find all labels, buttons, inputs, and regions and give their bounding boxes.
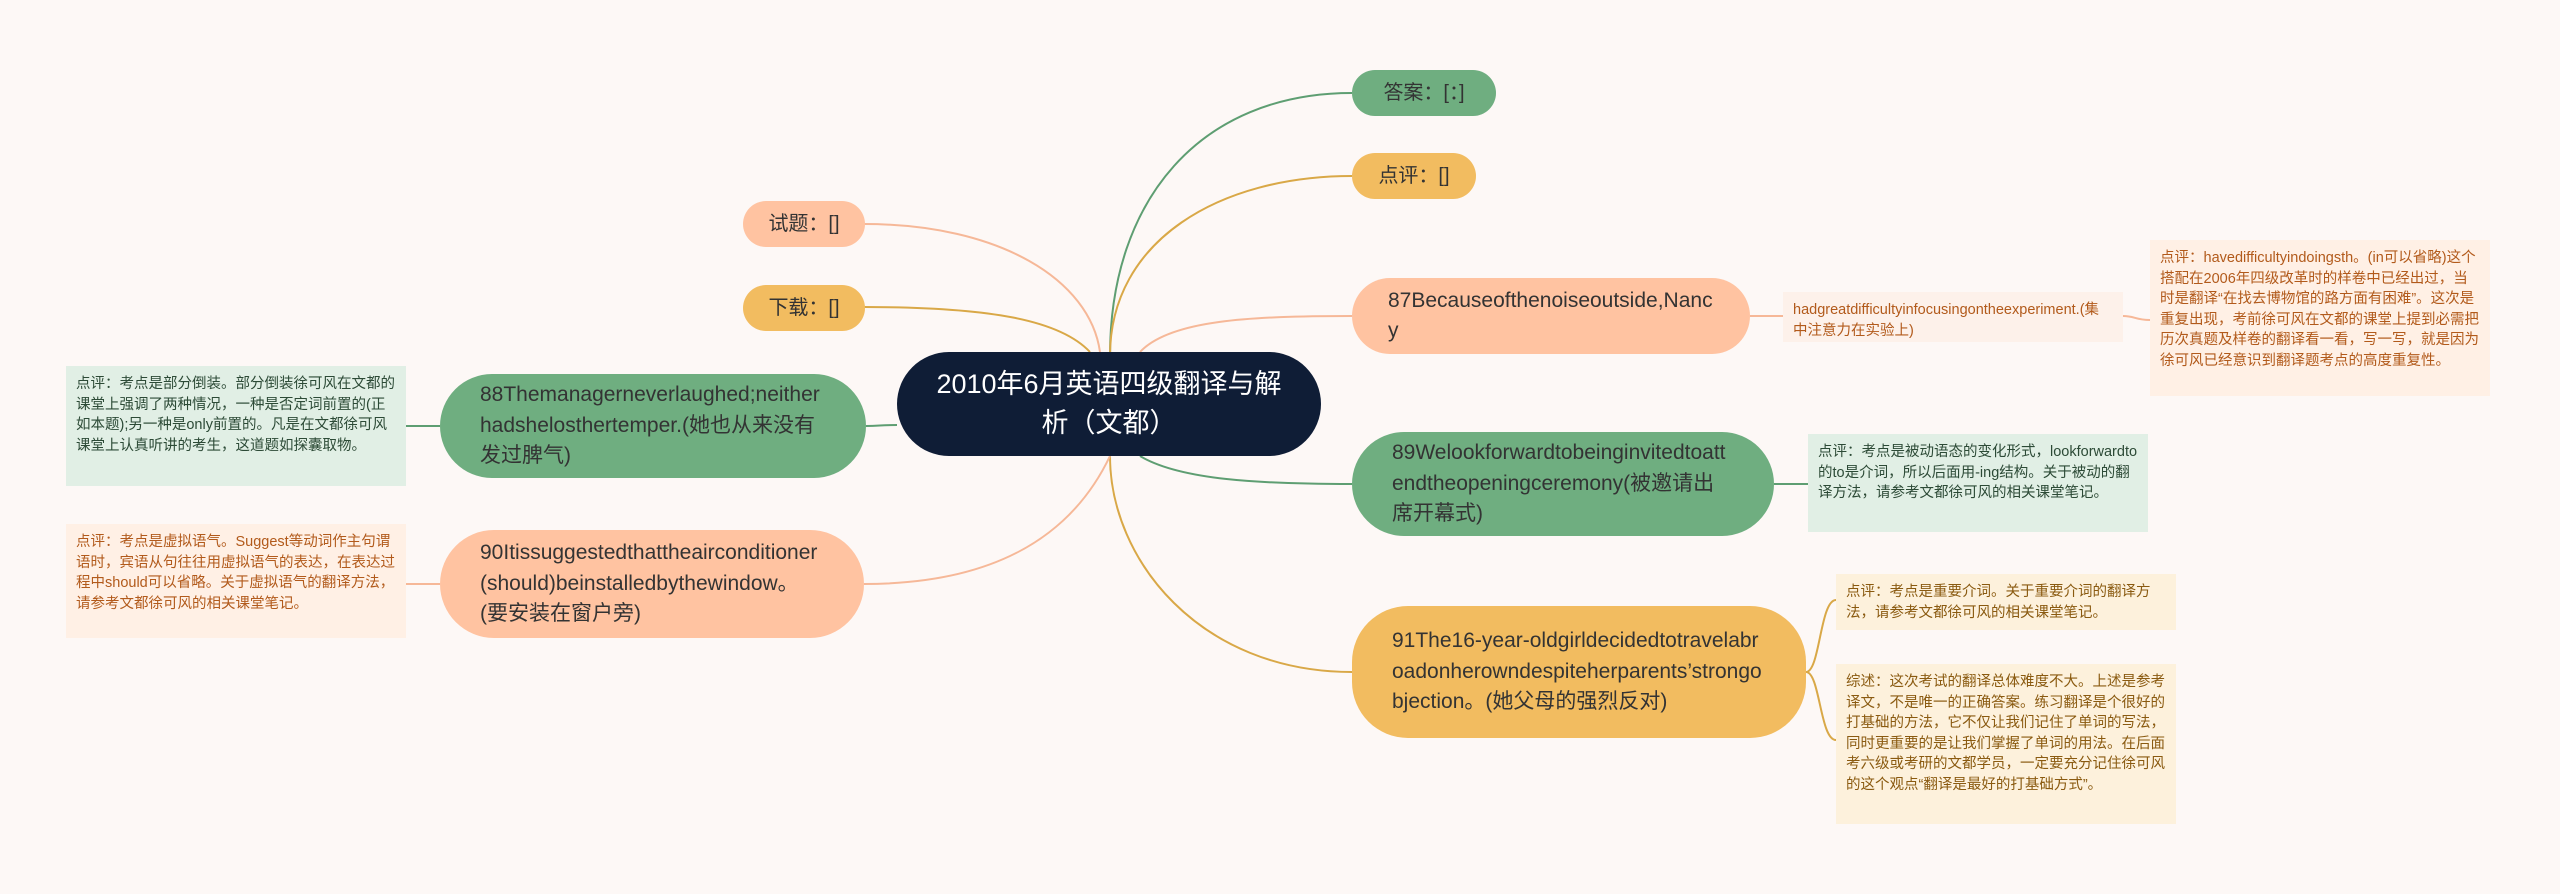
branch-shiti-label: 试题：[] [768, 212, 840, 235]
link-center-q88 [865, 424, 898, 427]
note-q91-2: 综述：这次考试的翻译总体难度不大。上述是参考译文，不是唯一的正确答案。练习翻译是… [1836, 664, 2176, 824]
link-center-shiti [863, 223, 1101, 353]
note-q91-2-text: 综述：这次考试的翻译总体难度不大。上述是参考译文，不是唯一的正确答案。练习翻译是… [1846, 674, 2165, 793]
note-q90: 点评：考点是虚拟语气。Suggest等动词作主句谓语时，宾语从句往往用虚拟语气的… [66, 524, 406, 638]
branch-q87[interactable]: 87Becauseofthenoiseoutside,Nancy [1352, 278, 1750, 354]
link-center-xiazai [863, 306, 1091, 353]
link-center-q90 [863, 455, 1111, 585]
link-answer-note [2122, 315, 2151, 321]
link-center-q89 [1139, 455, 1353, 485]
link-q91-note2 [1805, 671, 1837, 741]
branch-q91-label: 91The16-year-oldgirldecidedtotravelabroa… [1392, 629, 1762, 714]
note-q89: 点评：考点是被动语态的变化形式，lookforwardto的to是介词，所以后面… [1808, 434, 2148, 532]
link-center-q87 [1139, 315, 1353, 353]
note-q91-1: 点评：考点是重要介词。关于重要介词的翻译方法，请参考文都徐可风的相关课堂笔记。 [1836, 574, 2176, 630]
note-q91-1-text: 点评：考点是重要介词。关于重要介词的翻译方法，请参考文都徐可风的相关课堂笔记。 [1846, 584, 2151, 621]
note-q88-text: 点评：考点是部分倒装。部分倒装徐可风在文都的课堂上强调了两种情况，一种是否定词前… [76, 376, 395, 454]
note-q90-text: 点评：考点是虚拟语气。Suggest等动词作主句谓语时，宾语从句往往用虚拟语气的… [76, 534, 395, 612]
branch-dianping-label: 点评：[] [1378, 164, 1450, 187]
center-topic[interactable]: 2010年6月英语四级翻译与解析（文都） [897, 352, 1321, 456]
branch-q90-label: 90Itissuggestedthattheairconditioner(sho… [480, 541, 818, 626]
note-q88: 点评：考点是部分倒装。部分倒装徐可风在文都的课堂上强调了两种情况，一种是否定词前… [66, 366, 406, 486]
note-q87: 点评：havedifficultyindoingsth。(in可以省略)这个搭配… [2150, 240, 2490, 396]
note-q89-text: 点评：考点是被动语态的变化形式，lookforwardto的to是介词，所以后面… [1818, 444, 2138, 502]
branch-dianping[interactable]: 点评：[] [1352, 153, 1476, 199]
branch-q91[interactable]: 91The16-year-oldgirldecidedtotravelabroa… [1352, 606, 1806, 738]
link-center-q91 [1109, 455, 1353, 673]
branch-q87-label: 87Becauseofthenoiseoutside,Nancy [1388, 288, 1713, 342]
branch-q88[interactable]: 88Themanagerneverlaughed;neitherhadshelo… [440, 374, 866, 478]
branch-daan[interactable]: 答案：[：] [1352, 70, 1496, 116]
branch-xiazai-label: 下载：[] [768, 296, 840, 319]
link-center-daan [1109, 92, 1353, 357]
branch-q90[interactable]: 90Itissuggestedthattheairconditioner(sho… [440, 530, 864, 638]
link-center-dianping [1109, 175, 1353, 357]
branch-q89[interactable]: 89Welookforwardtobeinginvitedtoattendthe… [1352, 432, 1774, 536]
branch-xiazai[interactable]: 下载：[] [743, 285, 865, 331]
link-q91-note1 [1805, 599, 1837, 673]
branch-daan-label: 答案：[：] [1383, 81, 1465, 104]
branch-q89-label: 89Welookforwardtobeinginvitedtoattendthe… [1392, 441, 1726, 526]
branch-q88-label: 88Themanagerneverlaughed;neitherhadshelo… [480, 383, 820, 468]
branch-shiti[interactable]: 试题：[] [743, 201, 865, 247]
answer-q87-text: hadgreatdifficultyinfocusingontheexperim… [1793, 302, 2100, 339]
answer-q87: hadgreatdifficultyinfocusingontheexperim… [1783, 292, 2123, 342]
center-topic-label: 2010年6月英语四级翻译与解析（文都） [936, 368, 1282, 438]
note-q87-text: 点评：havedifficultyindoingsth。(in可以省略)这个搭配… [2160, 250, 2479, 369]
